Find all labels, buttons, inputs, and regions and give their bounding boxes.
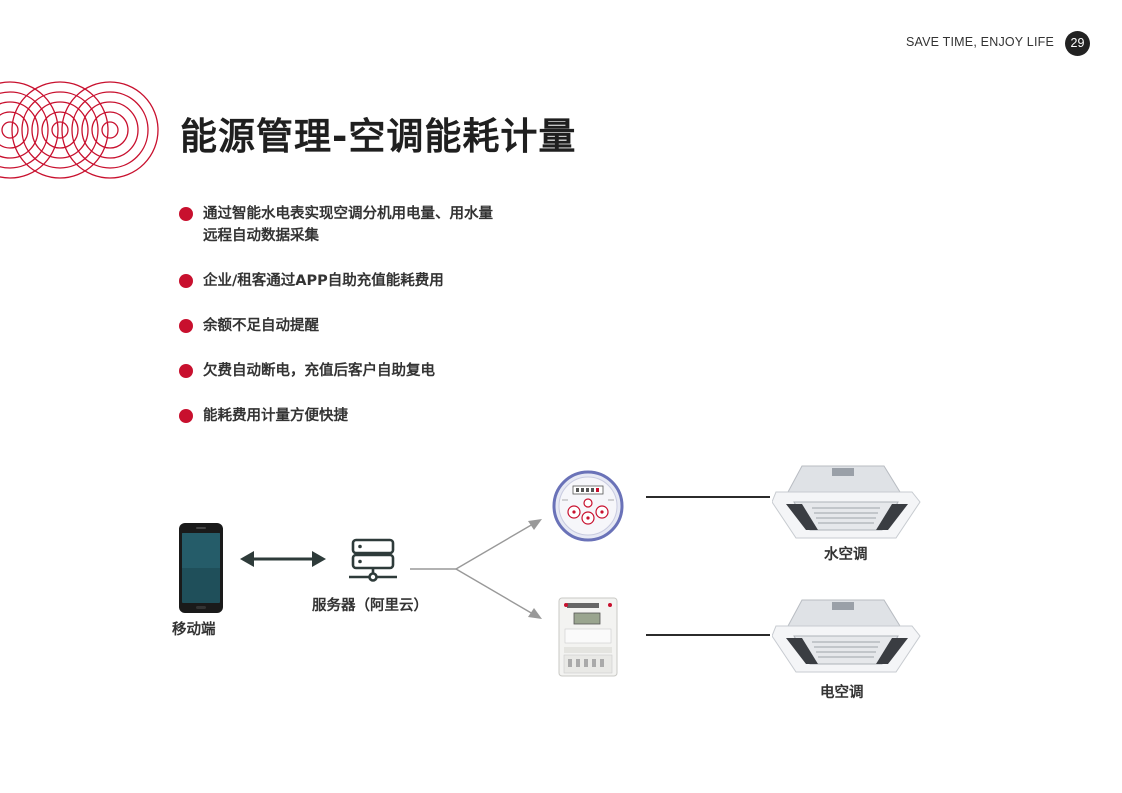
server-icon xyxy=(349,538,397,582)
ceiling-air-conditioner-icon xyxy=(772,599,921,673)
feature-item: 企业/租客通过APP自助充值能耗费用 xyxy=(178,270,543,292)
bidirectional-arrow-icon xyxy=(240,551,326,567)
electric-meter-icon xyxy=(558,597,618,677)
bullet-dot-icon xyxy=(179,274,193,288)
tagline: SAVE TIME, ENJOY LIFE xyxy=(906,35,1054,49)
connector-line xyxy=(646,634,770,636)
bullet-dot-icon xyxy=(179,364,193,378)
bullet-dot-icon xyxy=(179,409,193,423)
water-ac-label: 水空调 xyxy=(824,547,868,563)
feature-item: 能耗费用计量方便快捷 xyxy=(178,405,543,427)
electric-ac-label: 电空调 xyxy=(820,685,864,701)
bullet-dot-icon xyxy=(179,207,193,221)
feature-list: 通过智能水电表实现空调分机用电量、用水量 远程自动数据采集 企业/租客通过APP… xyxy=(178,203,543,427)
page-title: 能源管理-空调能耗计量 xyxy=(180,115,577,158)
concentric-circles-decoration xyxy=(0,81,159,179)
ceiling-air-conditioner-icon xyxy=(772,465,921,539)
connector-line xyxy=(646,496,770,498)
water-meter-icon xyxy=(552,470,624,542)
mobile-label: 移动端 xyxy=(172,622,216,638)
server-label: 服务器（阿里云） xyxy=(312,598,428,614)
branch-arrows xyxy=(410,519,542,619)
feature-item: 通过智能水电表实现空调分机用电量、用水量 远程自动数据采集 xyxy=(178,203,543,247)
feature-item: 余额不足自动提醒 xyxy=(178,315,543,337)
bullet-dot-icon xyxy=(179,319,193,333)
page-number-badge: 29 xyxy=(1065,31,1090,56)
feature-item: 欠费自动断电，充值后客户自助复电 xyxy=(178,360,543,382)
smartphone-icon xyxy=(179,523,223,613)
